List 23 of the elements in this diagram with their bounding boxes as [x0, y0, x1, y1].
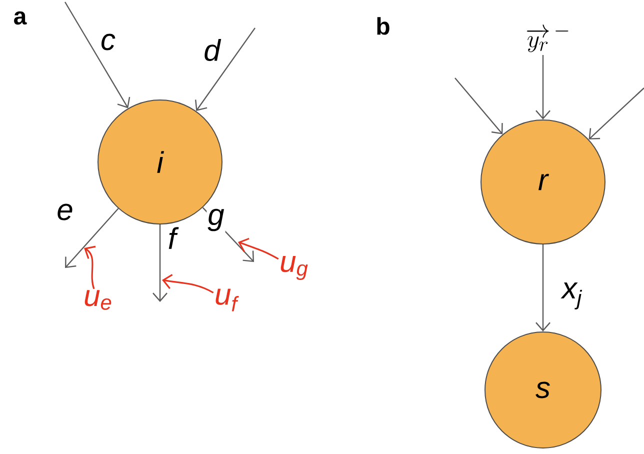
edge-label: $\overrightarrow{y_r}^{\,-}$ — [524, 23, 572, 53]
arrow — [84, 246, 96, 290]
input-label: u$_{e}$ — [84, 290, 112, 310]
arrow — [162, 274, 214, 294]
input-label: u$_{g}$ — [280, 256, 308, 280]
arrow — [152, 224, 168, 302]
arrow — [536, 244, 550, 332]
edge-label: f — [166, 226, 179, 250]
arrow — [64, 2, 130, 108]
input-label: u$_{f}$ — [216, 288, 239, 312]
arrow — [65, 208, 119, 268]
edge-label: e — [56, 202, 74, 222]
arrow — [588, 88, 644, 140]
panel-letter: a — [14, 11, 27, 25]
arrow — [536, 55, 550, 120]
edge-label: g — [206, 208, 226, 232]
edge-label: x$_{j}$ — [560, 282, 584, 310]
arrow — [195, 28, 256, 112]
edge-label: c — [100, 32, 116, 52]
edge-label: d — [202, 38, 222, 62]
arrow — [454, 78, 503, 134]
arrow — [238, 238, 279, 260]
panel-letter: b — [377, 17, 390, 35]
